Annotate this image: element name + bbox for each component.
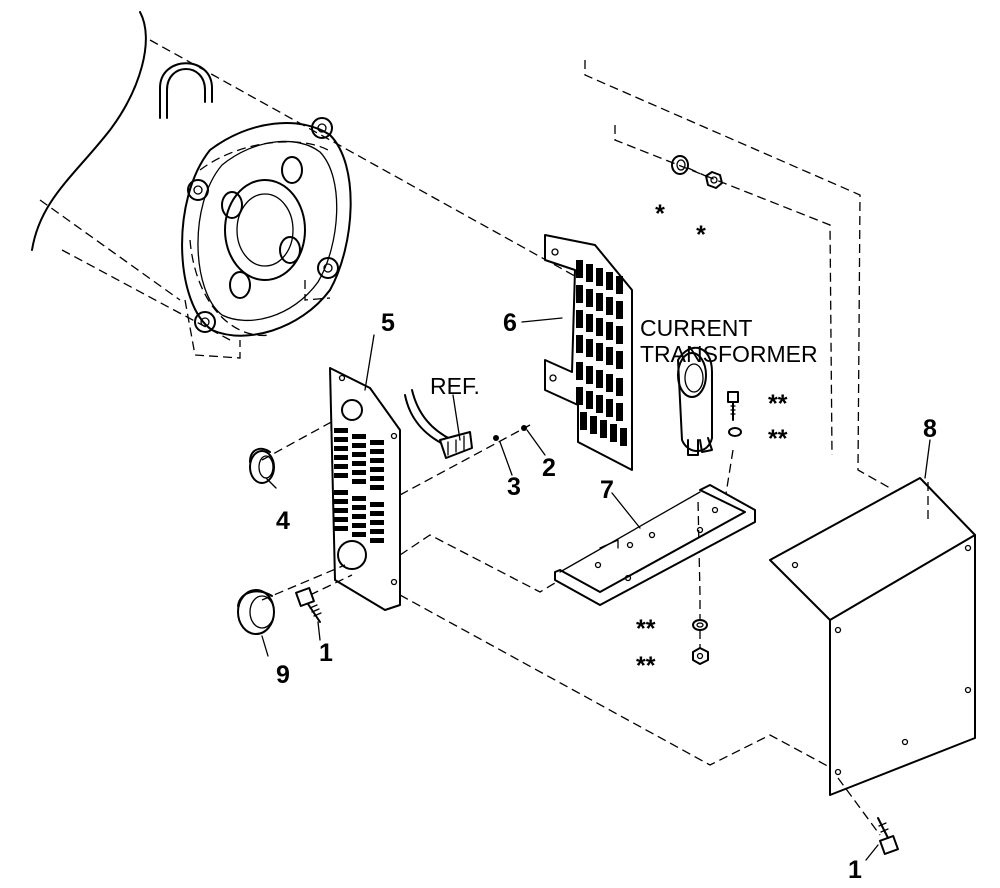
u-bolt [159, 62, 213, 119]
trace-star [687, 167, 709, 178]
assembly-outline [584, 60, 891, 489]
current-transformer [677, 346, 713, 456]
washer-3 [493, 435, 499, 441]
fastener-lockwasher-star [671, 155, 689, 175]
trace-4 [261, 419, 336, 461]
generator-housing [31, 11, 601, 341]
label-star-lockwasher: * [655, 200, 665, 228]
label-dstar-bolt: ** [768, 390, 788, 418]
label-item-9: 9 [276, 661, 290, 689]
mount-trace-upper [614, 125, 833, 456]
mount-trace-bottom [399, 594, 836, 771]
label-current-line1: CURRENT [640, 315, 752, 341]
label-dstar-nut: ** [636, 652, 656, 680]
label-dstar-lockwasher: ** [636, 615, 656, 643]
trace-1 [309, 574, 353, 596]
label-current-line2: TRANSFORMER [640, 341, 818, 367]
grille-panel-5 [329, 367, 401, 611]
bolt-dstar [727, 391, 739, 421]
fastener-nut-star [705, 171, 723, 189]
label-item-2: 2 [542, 454, 556, 482]
label-item-6: 6 [503, 309, 517, 337]
leader-lines [261, 317, 931, 861]
screw-1-left [295, 587, 322, 623]
mounting-bracket-7 [554, 484, 756, 606]
label-ref: REF. [430, 373, 480, 399]
grille-5-slots [334, 428, 384, 543]
grille-6-slots [576, 260, 627, 446]
label-star-nut: * [696, 221, 706, 249]
grommet-4 [249, 447, 275, 484]
trace-9 [261, 564, 346, 601]
label-item-1-bottom: 1 [848, 856, 862, 884]
cover-8 [769, 477, 976, 796]
grommet-9 [237, 589, 275, 635]
casting-bosses [187, 117, 339, 333]
endbell-casting [181, 117, 352, 359]
label-dstar-washer: ** [768, 425, 788, 453]
trace-ref [399, 424, 531, 496]
lockwasher-dstar [692, 619, 708, 631]
screw-2 [521, 425, 527, 431]
terminal-block-ref [404, 389, 473, 459]
label-item-5: 5 [381, 309, 395, 337]
nut-dstar [692, 647, 709, 665]
mount-trace-lower [399, 534, 561, 593]
label-item-1-left: 1 [319, 639, 333, 667]
label-item-4: 4 [276, 507, 290, 535]
washer-dstar [728, 427, 742, 437]
label-item-7: 7 [600, 476, 614, 504]
label-item-3: 3 [507, 473, 521, 501]
grille-panel-6 [544, 234, 633, 471]
screw-1-bottom [837, 777, 899, 855]
label-item-8: 8 [923, 415, 937, 443]
